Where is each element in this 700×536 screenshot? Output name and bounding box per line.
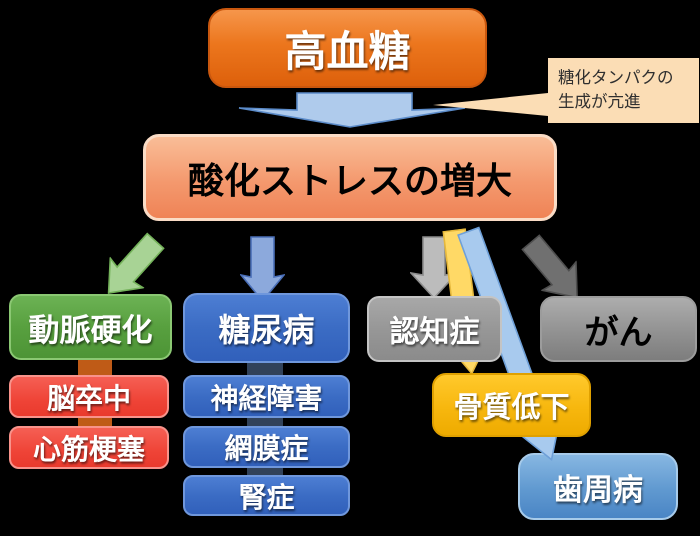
node-label: 神経障害 xyxy=(210,382,323,414)
node-myocardial-infarction: 心筋梗塞 xyxy=(9,426,169,469)
connector-diabetes-neuropathy xyxy=(247,358,283,380)
node-label: 腎症 xyxy=(238,481,295,513)
node-bone-quality-decline: 骨質低下 xyxy=(432,373,591,437)
node-cancer: がん xyxy=(540,296,697,362)
node-stroke: 脳卒中 xyxy=(9,375,169,418)
callout-line1: 糖化タンパクの xyxy=(558,69,674,88)
node-retinopathy: 網膜症 xyxy=(183,426,350,468)
node-label: 糖尿病 xyxy=(218,312,315,348)
node-label: 歯周病 xyxy=(553,473,643,507)
node-arteriosclerosis: 動脈硬化 xyxy=(9,294,172,360)
node-neuropathy: 神経障害 xyxy=(183,375,350,418)
node-label: 認知症 xyxy=(389,316,480,349)
node-label: 網膜症 xyxy=(224,433,309,464)
arrow-to-arteriosclerosis-icon xyxy=(107,232,165,294)
callout-line2: 生成が亢進 xyxy=(558,92,641,111)
glycation-callout: 糖化タンパクの 生成が亢進 xyxy=(548,58,699,123)
node-label: 心筋梗塞 xyxy=(32,433,145,465)
callout-pointer-icon xyxy=(433,93,548,116)
node-hyperglycemia: 高血糖 xyxy=(208,8,487,88)
node-periodontal-disease: 歯周病 xyxy=(518,453,678,520)
node-label: がん xyxy=(584,313,653,352)
node-label: 酸化ストレスの増大 xyxy=(187,159,512,201)
node-label: 動脈硬化 xyxy=(28,312,153,348)
arrow-to-cancer-icon xyxy=(521,234,578,299)
node-diabetes: 糖尿病 xyxy=(183,293,350,363)
node-dementia: 認知症 xyxy=(367,296,502,362)
node-nephropathy: 腎症 xyxy=(183,475,350,516)
arrow-to-diabetes-icon xyxy=(240,236,285,302)
arrow-hyperglycemia-to-oxidative-stress-icon xyxy=(238,92,466,128)
node-label: 骨質低下 xyxy=(453,392,570,424)
node-label: 高血糖 xyxy=(284,27,411,75)
node-oxidative-stress: 酸化ストレスの増大 xyxy=(143,134,557,221)
node-label: 脳卒中 xyxy=(46,382,131,414)
